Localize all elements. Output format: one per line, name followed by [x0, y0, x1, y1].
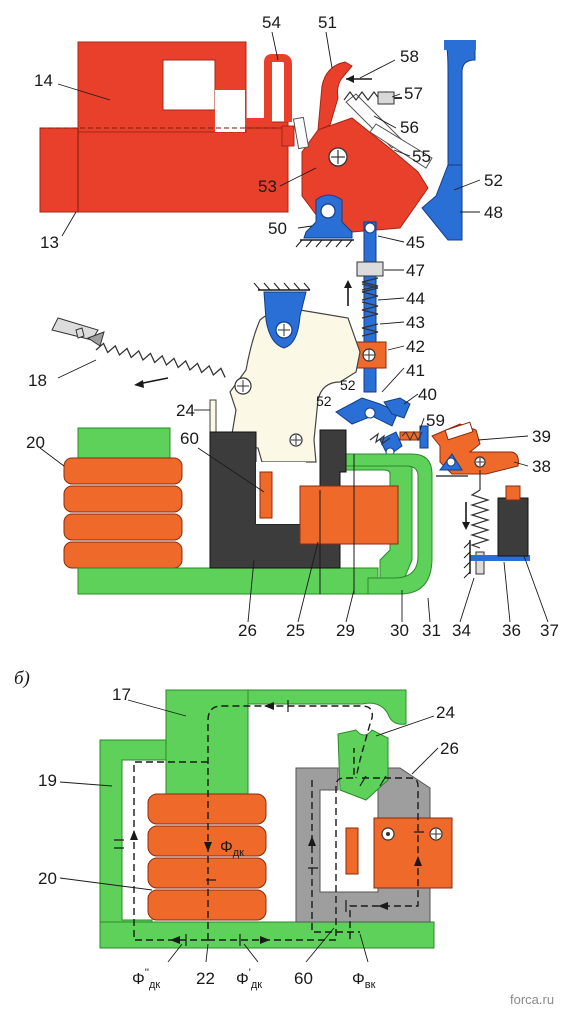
- label-37: 37: [540, 621, 559, 640]
- magnetic-frame: [77, 429, 433, 595]
- label-34: 34: [452, 621, 471, 640]
- trip-spring-34: [462, 470, 530, 579]
- label-22: 22: [196, 969, 215, 988]
- trip-lever-39-38: [431, 421, 519, 477]
- label-50: 50: [268, 219, 287, 238]
- leader-lines-a: [39, 31, 549, 623]
- coil-20-b: [147, 793, 267, 921]
- label-24-a: 24: [176, 401, 195, 420]
- label-58: 58: [400, 47, 419, 66]
- iron-core-60: [295, 729, 453, 923]
- label-30: 30: [390, 621, 409, 640]
- label-14: 14: [34, 71, 53, 90]
- label-51: 51: [318, 13, 337, 32]
- label-13: 13: [40, 233, 59, 252]
- label-47: 47: [406, 261, 425, 280]
- label-20-b: 20: [38, 869, 57, 888]
- flux-vk-label: Φвк: [352, 971, 376, 991]
- label-20-a: 20: [26, 433, 45, 452]
- label-25: 25: [286, 621, 305, 640]
- label-54: 54: [262, 13, 281, 32]
- label-19: 19: [38, 771, 57, 790]
- label-18: 18: [28, 371, 47, 390]
- label-31: 31: [422, 621, 441, 640]
- label-56: 56: [400, 118, 419, 137]
- label-41: 41: [406, 361, 425, 380]
- rod-assembly: [344, 221, 387, 393]
- label-60-b: 60: [294, 969, 313, 988]
- flux-dk-2prime-label: Φ''дк: [132, 967, 160, 991]
- label-29: 29: [336, 621, 355, 640]
- flux-dk-label: Φдк: [220, 839, 244, 859]
- label-53: 53: [258, 177, 277, 196]
- label-26-a: 26: [238, 621, 257, 640]
- pivot-bracket-50: [295, 194, 354, 248]
- armature-bracket-blue: [263, 291, 307, 349]
- label-44: 44: [406, 289, 425, 308]
- flux-dk-1prime-label: Φ'дк: [236, 967, 262, 991]
- label-52-top: 52: [484, 171, 503, 190]
- flux-arrows: [130, 702, 422, 944]
- label-39: 39: [532, 427, 551, 446]
- label-17: 17: [112, 685, 131, 704]
- label-48: 48: [484, 203, 503, 222]
- part-b-label: б): [14, 668, 30, 689]
- label-60-a: 60: [180, 429, 199, 448]
- label-59: 59: [426, 411, 445, 430]
- coil-20: [63, 427, 183, 569]
- contact-body-14-13: [39, 41, 295, 213]
- label-55: 55: [412, 147, 431, 166]
- label-26-b: 26: [440, 739, 459, 758]
- yoke-17-19: [99, 689, 435, 949]
- labels-a: 54 51 58 14 57 56 55 52 53 48 13 50 45 4…: [26, 13, 559, 640]
- part-a: 54 51 58 14 57 56 55 52 53 48 13 50 45 4…: [26, 13, 559, 640]
- armature-pivot: [253, 282, 311, 291]
- part-b: б): [14, 668, 459, 991]
- label-24-b: 24: [436, 703, 455, 722]
- label-52-low: 52: [316, 393, 332, 409]
- label-57: 57: [404, 84, 423, 103]
- latch-41-40: [335, 397, 429, 457]
- label-42: 42: [406, 337, 425, 356]
- label-40: 40: [418, 385, 437, 404]
- label-43: 43: [406, 313, 425, 332]
- label-52-mid: 52: [340, 377, 356, 393]
- watermark: forca.ru: [510, 992, 554, 1007]
- labels-b: 17 24 26 19 20 22 60 Φдк Φ''дк Φ'дк Φвк: [38, 685, 459, 991]
- label-36: 36: [502, 621, 521, 640]
- leader-lines-b: [59, 699, 439, 963]
- flux-ticks: [114, 700, 424, 946]
- spring-18: [51, 317, 303, 447]
- arc-horn-52: [421, 40, 476, 241]
- label-45: 45: [406, 233, 425, 252]
- label-38: 38: [532, 457, 551, 476]
